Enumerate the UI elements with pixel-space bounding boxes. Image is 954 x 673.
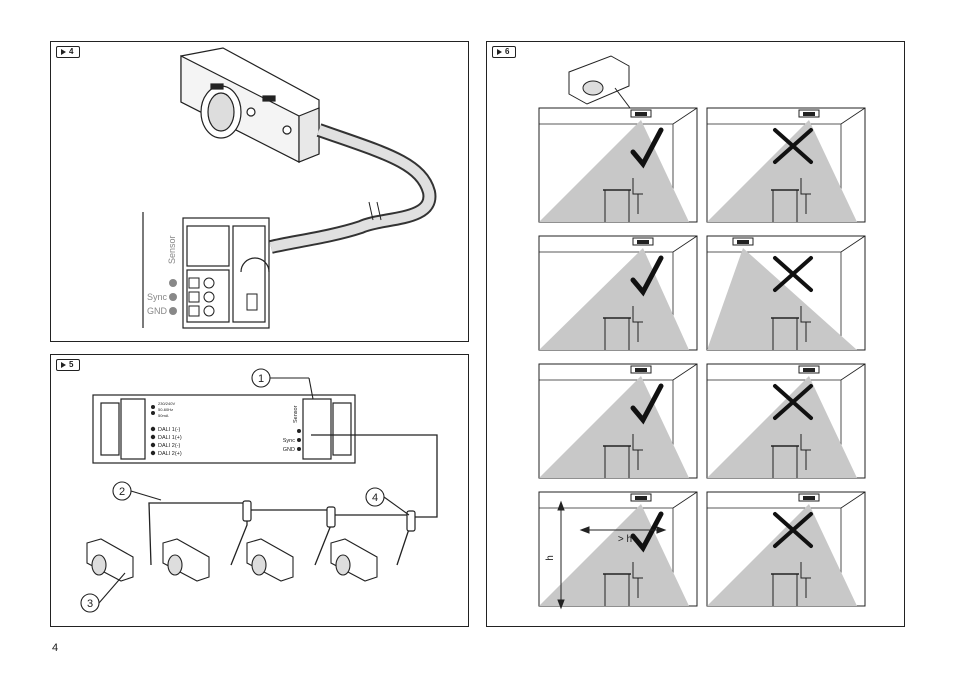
scene-4 (706, 235, 866, 351)
scene-5 (538, 363, 698, 479)
gnd-dot (169, 307, 177, 315)
dali-label-2: DALI 1(+) (158, 435, 182, 441)
sync-dot (169, 293, 177, 301)
terminal-pins (188, 277, 258, 317)
sensor-chain (86, 538, 378, 582)
sensor-3 (246, 538, 294, 582)
scene-8 (706, 491, 866, 607)
check-icon (630, 383, 664, 425)
dali-label-1: DALI 1(-) (158, 427, 180, 433)
height-label: h (545, 555, 556, 561)
play-icon (61, 48, 66, 55)
driver-dots (150, 405, 301, 456)
height-dimension (557, 500, 667, 610)
play-icon (497, 48, 502, 55)
figure-5-tag: 5 (56, 359, 81, 371)
figure-4-illustration: Sensor Sync GND (142, 47, 437, 329)
chair (632, 434, 643, 470)
detection-cone (707, 504, 857, 606)
fig4-sync-label: Sync (147, 292, 168, 302)
sensor-4 (330, 538, 378, 582)
check-icon (630, 127, 664, 169)
sensor-device (180, 47, 320, 163)
cross-icon (773, 128, 813, 164)
detection-cone (707, 120, 857, 222)
figure-4-tag: 4 (56, 46, 81, 58)
check-icon (630, 511, 664, 553)
fig5-gnd-label: GND (283, 447, 295, 453)
fig5-sync-label: Sync (283, 438, 295, 444)
scene-2 (706, 107, 866, 223)
power-line-1: 230/240V (158, 401, 175, 406)
scene-3 (538, 235, 698, 351)
chair (632, 562, 643, 598)
fig4-sensor-label: Sensor (167, 235, 177, 264)
scene-1 (538, 107, 698, 223)
chair (800, 178, 811, 214)
cross-icon (773, 384, 813, 420)
cross-icon (773, 256, 813, 292)
figure-5-illustration: 230/240V 50-60Hz 50mA DALI 1(-) DALI 1(+… (80, 368, 438, 613)
chair (800, 306, 811, 342)
distance-label: > h (618, 534, 632, 545)
figure-4-panel: 4 (50, 41, 469, 342)
callout-2: 2 (119, 486, 125, 498)
chair (632, 178, 643, 214)
figure-6-illustration: > h h (538, 55, 866, 610)
dali-label-3: DALI 2(-) (158, 443, 180, 449)
chair (800, 562, 811, 598)
scene-6 (706, 363, 866, 479)
detection-cone (707, 376, 857, 478)
driver-unit (92, 394, 356, 464)
page-number: 4 (52, 642, 59, 654)
cross-icon (773, 512, 813, 548)
detection-cone (707, 248, 857, 350)
check-icon (630, 255, 664, 297)
power-line-2: 50-60Hz (158, 407, 173, 412)
chair (800, 434, 811, 470)
sensor-1 (86, 538, 134, 582)
play-icon (61, 361, 66, 368)
power-line-3: 50mA (158, 413, 169, 418)
sensor-thumbnail (568, 55, 634, 113)
callout-3: 3 (87, 598, 93, 610)
fig5-sensor-label: Sensor (293, 405, 299, 423)
sensor-dot (169, 279, 177, 287)
callout-4: 4 (372, 492, 378, 504)
dali-label-4: DALI 2(+) (158, 451, 182, 457)
figure-5-panel: 5 230/240V 50-60Hz 50mA DALI 1(-) DALI 1… (50, 354, 469, 627)
figure-6-panel: 6 > h h (486, 41, 905, 627)
chair (632, 306, 643, 342)
sensor-2 (162, 538, 210, 582)
callout-1: 1 (258, 373, 264, 385)
figure-6-tag: 6 (492, 46, 517, 58)
fig4-gnd-label: GND (147, 306, 168, 316)
